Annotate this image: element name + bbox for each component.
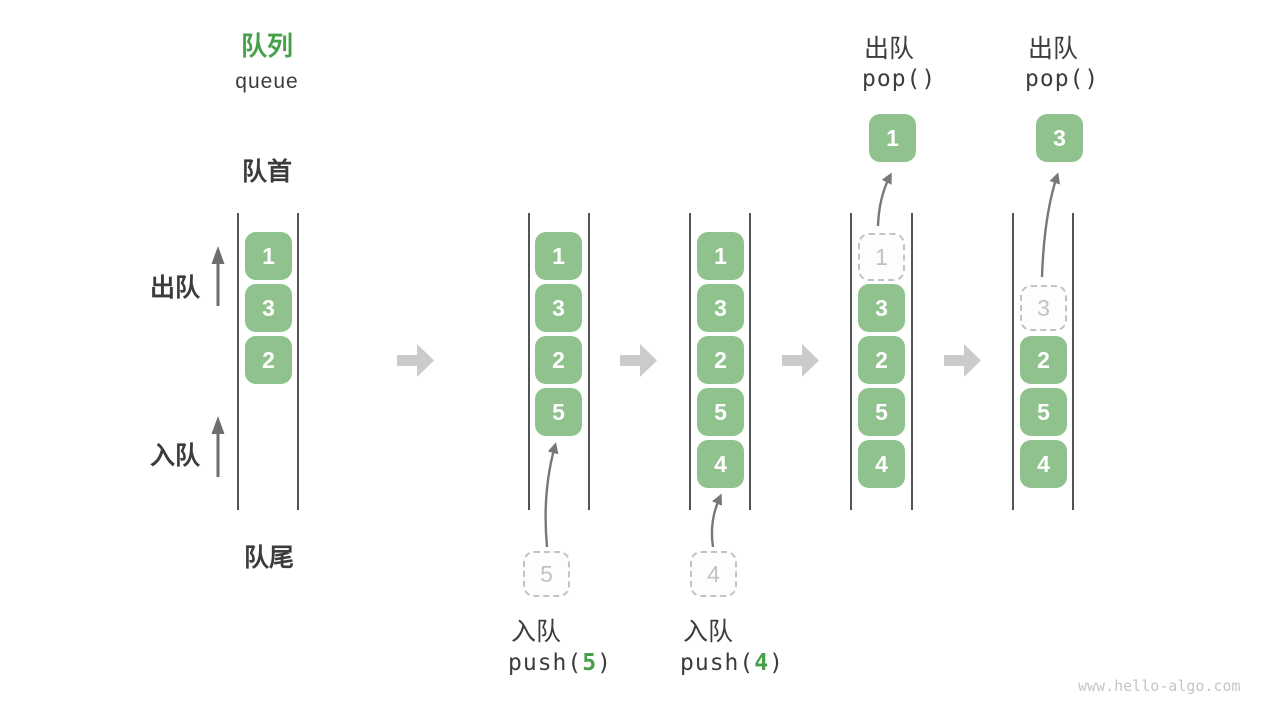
dequeue-op-label: 出队 bbox=[864, 35, 915, 63]
queue-cell: 1 bbox=[697, 232, 744, 280]
queue-cell: 3 bbox=[245, 284, 292, 332]
ghost-cell: 3 bbox=[1020, 285, 1067, 331]
transition-arrow-icon bbox=[944, 344, 981, 377]
queue-wall-icon bbox=[1072, 213, 1074, 510]
dequeue-side-label: 出队 bbox=[150, 274, 201, 302]
queue-wall-icon bbox=[749, 213, 751, 510]
queue-cell: 5 bbox=[1020, 388, 1067, 436]
queue-cell: 2 bbox=[1020, 336, 1067, 384]
code-argument: 4 bbox=[754, 650, 770, 676]
pop1-arrow-icon bbox=[876, 172, 892, 227]
queue-cell: 5 bbox=[535, 388, 582, 436]
queue-cell: 3 bbox=[697, 284, 744, 332]
queue-cell: 2 bbox=[535, 336, 582, 384]
ghost-cell: 1 bbox=[858, 233, 905, 281]
diagram-title-zh: 队列 bbox=[240, 31, 293, 61]
watermark: www.hello-algo.com bbox=[1078, 677, 1241, 695]
queue-wall-icon bbox=[1012, 213, 1014, 510]
queue-cell: 5 bbox=[697, 388, 744, 436]
incoming-element: 4 bbox=[690, 551, 737, 597]
code-argument: 5 bbox=[582, 650, 598, 676]
enqueue-side-label: 入队 bbox=[150, 442, 201, 470]
transition-arrow-icon bbox=[782, 344, 819, 377]
queue-cell: 4 bbox=[1020, 440, 1067, 488]
code-text: ) bbox=[597, 650, 612, 676]
queue-cell: 4 bbox=[697, 440, 744, 488]
dequeue-op-code: pop() bbox=[862, 66, 937, 92]
push4-arrow-icon bbox=[710, 493, 723, 548]
transition-arrow-icon bbox=[620, 344, 657, 377]
enqueue-direction-arrow-icon bbox=[211, 416, 225, 477]
enqueue-op-code: push(5) bbox=[508, 650, 612, 676]
queue-cell: 3 bbox=[858, 284, 905, 332]
queue-cell: 1 bbox=[535, 232, 582, 280]
enqueue-op-label: 入队 bbox=[683, 618, 734, 646]
enqueue-op-code: push(4) bbox=[680, 650, 784, 676]
queue-cell: 2 bbox=[858, 336, 905, 384]
popped-element: 1 bbox=[869, 114, 916, 162]
queue-wall-icon bbox=[689, 213, 691, 510]
queue-cell: 3 bbox=[535, 284, 582, 332]
queue-cell: 1 bbox=[245, 232, 292, 280]
dequeue-op-code: pop() bbox=[1025, 66, 1100, 92]
queue-cell: 2 bbox=[245, 336, 292, 384]
queue-cell: 2 bbox=[697, 336, 744, 384]
queue-front-label: 队首 bbox=[241, 158, 292, 186]
push5-arrow-icon bbox=[544, 442, 559, 548]
queue-wall-icon bbox=[911, 213, 913, 510]
dequeue-direction-arrow-icon bbox=[211, 246, 225, 306]
code-text: push( bbox=[508, 650, 583, 676]
pop3-arrow-icon bbox=[1040, 172, 1061, 278]
queue-wall-icon bbox=[237, 213, 239, 510]
code-text: push( bbox=[680, 650, 755, 676]
incoming-element: 5 bbox=[523, 551, 570, 597]
queue-cell: 4 bbox=[858, 440, 905, 488]
queue-wall-icon bbox=[297, 213, 299, 510]
diagram-title-en: queue bbox=[235, 70, 299, 93]
dequeue-op-label: 出队 bbox=[1028, 35, 1079, 63]
queue-wall-icon bbox=[588, 213, 590, 510]
queue-rear-label: 队尾 bbox=[243, 544, 294, 572]
transition-arrow-icon bbox=[397, 344, 434, 377]
popped-element: 3 bbox=[1036, 114, 1083, 162]
queue-wall-icon bbox=[850, 213, 852, 510]
queue-cell: 5 bbox=[858, 388, 905, 436]
queue-wall-icon bbox=[528, 213, 530, 510]
enqueue-op-label: 入队 bbox=[511, 618, 562, 646]
code-text: ) bbox=[769, 650, 784, 676]
